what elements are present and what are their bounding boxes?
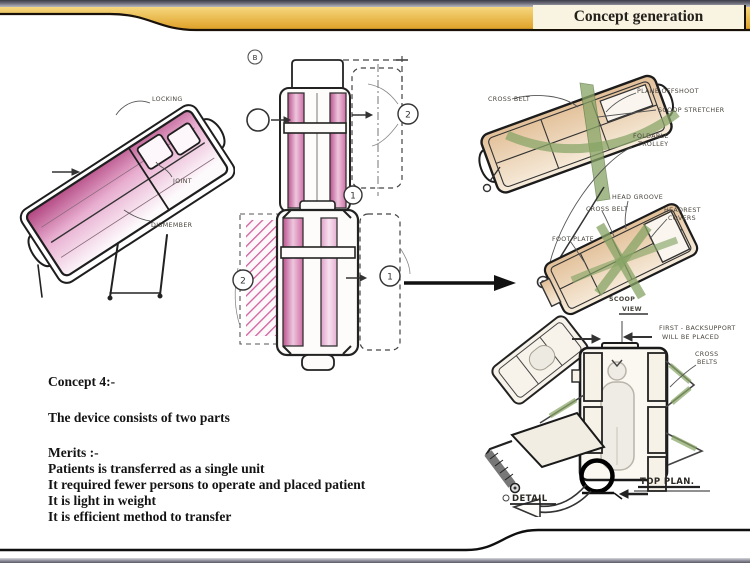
label-joint: JOINT [172, 178, 192, 185]
label-note-1: FIRST - BACKSUPPORT [659, 325, 736, 332]
label-top-plan: TOP PLAN. [640, 477, 694, 487]
scoop-view-sketch: HEAD GROOVE CROSS BELT HEADREST COVERS F… [539, 194, 701, 316]
label-headrest: HEADREST [664, 207, 701, 214]
arrow-right-icon [352, 111, 374, 119]
merit-line: It is light in weight [48, 493, 157, 508]
stretcher-perspective-sketch: LOCKING JOINT DISMEMBER [19, 96, 235, 301]
label-detail: DETAIL [512, 494, 548, 504]
concept-heading: Concept 4:- [48, 374, 116, 389]
label-foldable: FOLDABLE [633, 133, 669, 140]
detail-plate [510, 411, 606, 469]
label-cross: CROSS [695, 351, 718, 358]
caption-view: VIEW [622, 306, 642, 313]
stretcher-legs [37, 234, 168, 301]
concept-description: Concept 4:- The device consists of two p… [48, 374, 408, 525]
label-cross-belt: CROSS BELT [586, 206, 628, 213]
caption-scoop: SCOOP [609, 296, 635, 303]
slide-title-box: Concept generation [533, 5, 746, 31]
arrow-left-icon [622, 332, 652, 342]
arrow-right-icon [271, 116, 292, 124]
plan-view-sketches: 2 1 B 2 1 [232, 49, 419, 371]
arrow-left-icon [618, 489, 648, 499]
scoop-stretcher-sketches: CROSS BELT PLANE OFFSHOOT SCOOP STRETCHE… [478, 74, 736, 517]
top-gradient-bar [0, 0, 750, 7]
detail-highlight-circle [579, 458, 615, 494]
bottom-gradient-bar [0, 558, 750, 563]
callout-1: 1 [387, 273, 393, 283]
label-dismember: DISMEMBER [151, 222, 193, 229]
part-marker-b: B [253, 54, 258, 62]
plan-view-bottom-sketch: 2 1 [232, 200, 411, 371]
merit-line: It is efficient method to transfer [48, 509, 232, 524]
label-scoop-stretcher: SCOOP STRETCHER [658, 107, 725, 114]
merits-heading: Merits :- [48, 445, 99, 460]
page-title: Concept generation [573, 8, 704, 25]
label-foot-plate: FOOT PLATE [552, 236, 594, 243]
cross-belt-band [579, 82, 611, 202]
label-head-groove: HEAD GROOVE [612, 194, 663, 201]
top-plan-sketch: FIRST - BACKSUPPORT WILL BE PLACED CROSS… [484, 315, 736, 517]
concept-intro: The device consists of two parts [48, 410, 230, 425]
arrow-right-icon [52, 168, 81, 176]
arrow-right-icon [346, 274, 368, 282]
label-belts: BELTS [697, 359, 718, 366]
arrow-right-icon [572, 334, 602, 344]
label-note-2: WILL BE PLACED [662, 334, 719, 341]
callout-1: 1 [350, 192, 356, 202]
label-covers: COVERS [668, 215, 696, 222]
crank-handle [484, 439, 521, 494]
label-cross-belt: CROSS BELT [488, 96, 530, 103]
callout-2: 2 [405, 111, 411, 121]
plan-view-top-sketch: 2 1 B [246, 49, 419, 213]
footer-swoosh-line [0, 528, 750, 552]
label-trolley: TROLLEY [637, 141, 668, 148]
arrow-right-icon [404, 275, 516, 291]
merit-line: It required fewer persons to operate and… [48, 477, 366, 492]
merit-line: Patients is transferred as a single unit [48, 461, 265, 476]
callout-2: 2 [240, 277, 246, 287]
scoop-perspective-sketch: CROSS BELT PLANE OFFSHOOT SCOOP STRETCHE… [478, 74, 725, 289]
label-plane-offshoot: PLANE OFFSHOOT [637, 88, 699, 95]
label-locking: LOCKING [152, 96, 183, 103]
